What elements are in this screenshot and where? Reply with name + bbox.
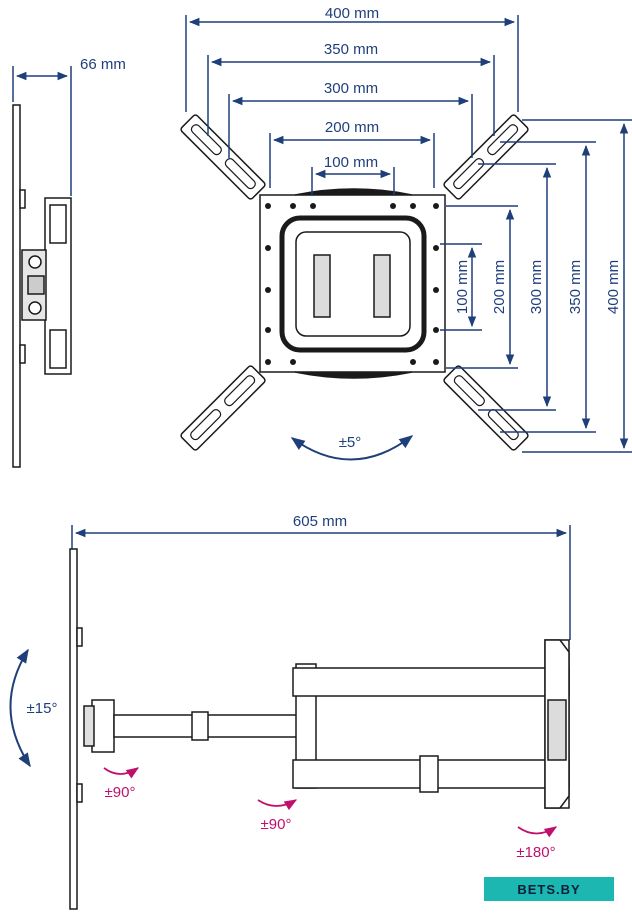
extension-label: 605 mm — [293, 513, 347, 530]
dim-100-vertical: 100 mm — [454, 260, 471, 314]
dim-350-horizontal: 350 mm — [324, 41, 378, 58]
side-profile-drawing — [12, 104, 72, 468]
dim-200-horizontal: 200 mm — [325, 119, 379, 136]
dim-400-vertical: 400 mm — [605, 260, 622, 314]
arm-drawing — [69, 548, 570, 910]
dim-300-vertical: 300 mm — [528, 260, 545, 314]
front-view-drawing — [180, 114, 529, 451]
tilt-label: ±5° — [339, 434, 362, 451]
tilt-arc — [290, 435, 414, 461]
dim-100-horizontal: 100 mm — [324, 154, 378, 171]
horizontal-dimension-lines — [185, 15, 519, 196]
side-depth-dimension — [12, 66, 72, 196]
extension-dimension-lines — [71, 525, 571, 640]
rotation-mid-label: ±90° — [261, 816, 292, 833]
watermark-text: BETS.BY — [517, 881, 581, 897]
dim-350-vertical: 350 mm — [567, 260, 584, 314]
vertical-tilt-arc — [9, 648, 31, 768]
vertical-tilt-label: ±15° — [27, 700, 58, 717]
rotation-head-label: ±90° — [105, 784, 136, 801]
rotation-wall-arrow — [517, 826, 558, 838]
rotation-wall-label: ±180° — [516, 844, 555, 861]
rotation-head-arrow — [103, 767, 140, 779]
side-depth-label: 66 mm — [80, 56, 126, 73]
dim-400-horizontal: 400 mm — [325, 5, 379, 22]
rotation-mid-arrow — [257, 799, 298, 811]
dim-300-horizontal: 300 mm — [324, 80, 378, 97]
watermark-badge: BETS.BY — [484, 877, 614, 901]
vertical-dimension-lines — [440, 119, 632, 453]
dim-200-vertical: 200 mm — [491, 260, 508, 314]
